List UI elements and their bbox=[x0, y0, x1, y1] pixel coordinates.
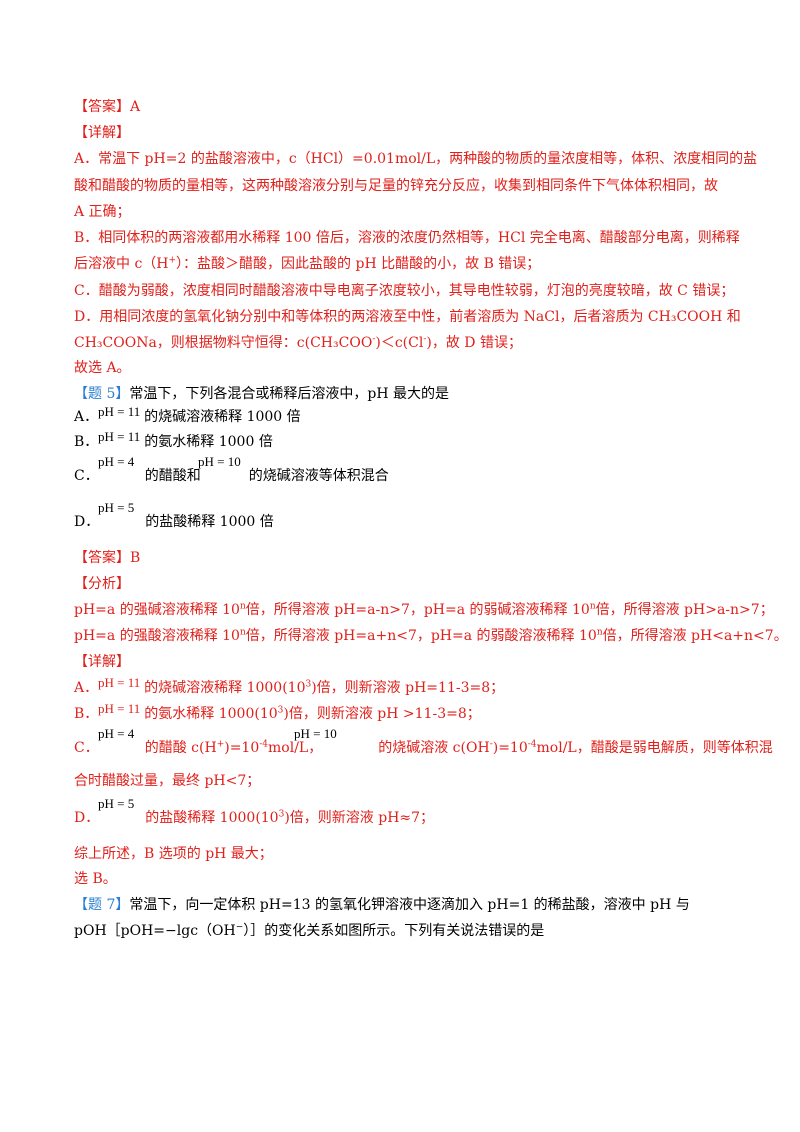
equation: pH = 5 bbox=[98, 796, 135, 811]
superscript: + bbox=[168, 255, 177, 266]
superscript: n bbox=[596, 627, 603, 638]
option-text: 的盐酸稀释 1000 倍 bbox=[145, 514, 274, 530]
conclusion-2: 选 B。 bbox=[74, 871, 117, 887]
option-label: A． bbox=[74, 680, 99, 696]
question-tag: 【题 7】 bbox=[74, 897, 130, 913]
equation: pH = 11 bbox=[98, 675, 141, 690]
text-span: 的烧碱溶液稀释 1000(10 bbox=[144, 680, 306, 696]
text-span: )倍，则新溶液 pH=11-3=8； bbox=[311, 680, 505, 696]
text-span: )=10 bbox=[224, 740, 260, 756]
equation: pH = 4 bbox=[98, 726, 135, 741]
explanation-b-line-1: B．相同体积的两溶液都用水稀释 100 倍后，溶液的浓度仍然相等，HCl 完全电… bbox=[74, 230, 740, 246]
text-span: CH₃COONa，则根据物料守恒得：c(CH₃COO bbox=[74, 335, 373, 351]
superscript: - bbox=[423, 334, 427, 345]
text-span: 倍，所得溶液 pH=a-n>7，pH=a 的弱碱溶液稀释 10 bbox=[245, 602, 590, 618]
text-span: pOH［pOH=−lgc（OH bbox=[74, 923, 236, 939]
superscript: 3 bbox=[305, 679, 312, 690]
text-span: )=10 bbox=[492, 740, 528, 756]
option-label: D． bbox=[74, 810, 100, 826]
conclusion-1: 故选 A。 bbox=[74, 360, 131, 376]
equation: pH = 11 bbox=[98, 701, 141, 716]
text-span: 倍，所得溶液 pH<a+n<7。 bbox=[602, 628, 788, 644]
superscript: 3 bbox=[278, 809, 285, 820]
superscript: 3 bbox=[277, 705, 284, 716]
equation: pH = 11 bbox=[98, 404, 141, 419]
summary: 综上所述，B 选项的 pH 最大； bbox=[74, 846, 273, 862]
option-label: D． bbox=[74, 514, 100, 530]
answer-heading-2: 【答案】B bbox=[74, 550, 141, 566]
text-span: )倍，则新溶液 pH≈7； bbox=[284, 810, 435, 826]
detail-d: D．pH = 5 的盐酸稀释 1000(103)倍，则新溶液 pH≈7； bbox=[74, 796, 435, 828]
question-text: 常温下，向一定体积 pH=13 的氢氧化钾溶液中逐滴加入 pH=1 的稀盐酸，溶… bbox=[129, 897, 690, 913]
explanation-a-line-2: 酸和醋酸的物质的量相等，这两种酸溶液分别与足量的锌充分反应，收集到相同条件下气体… bbox=[74, 178, 718, 194]
text-span: 的盐酸稀释 1000(10 bbox=[145, 810, 279, 826]
equation: pH = 10 bbox=[294, 726, 337, 741]
option-text: 的烧碱溶液等体积混合 bbox=[248, 468, 389, 484]
equation: pH = 5 bbox=[98, 500, 135, 515]
text-span: )倍，则新溶液 pH >11-3=8； bbox=[283, 706, 481, 722]
analysis-line-1: pH=a 的强碱溶液稀释 10n倍，所得溶液 pH=a-n>7，pH=a 的弱碱… bbox=[74, 600, 774, 620]
explanation-b-line-2: 后溶液中 c（H+）：盐酸＞醋酸，因此盐酸的 pH 比醋酸的小，故 B 错误； bbox=[74, 254, 540, 274]
text-span: pH=a 的强酸溶液稀释 10 bbox=[74, 628, 240, 644]
answer-heading-1: 【答案】A bbox=[74, 99, 141, 115]
superscript: n bbox=[239, 627, 246, 638]
option-text: 的烧碱溶液稀释 1000 倍 bbox=[144, 409, 301, 425]
analysis-heading: 【分析】 bbox=[74, 576, 130, 592]
text-span: pH=a 的强碱溶液稀释 10 bbox=[74, 602, 240, 618]
superscript: - bbox=[372, 334, 376, 345]
option-label: C． bbox=[74, 468, 99, 484]
text-span: )，故 D 错误； bbox=[426, 335, 522, 351]
question-tag: 【题 5】 bbox=[74, 386, 130, 402]
superscript: -4 bbox=[527, 739, 537, 750]
superscript: - bbox=[489, 739, 493, 750]
text-span: 的醋酸 c(H bbox=[144, 740, 217, 756]
option-d: D．pH = 5 的盐酸稀释 1000 倍 bbox=[74, 500, 274, 532]
option-label: B． bbox=[74, 434, 99, 450]
equation: pH = 11 bbox=[98, 429, 141, 444]
explanation-a-line-1: A．常温下 pH=2 的盐酸溶液中，c（HCl）=0.01mol/L，两种酸的物… bbox=[74, 151, 758, 167]
text-span: 倍，所得溶液 pH>a-n>7； bbox=[595, 602, 774, 618]
equation: pH = 4 bbox=[98, 454, 135, 469]
equation: pH = 10 bbox=[198, 454, 241, 469]
text-span: 倍，所得溶液 pH=a+n<7，pH=a 的弱酸溶液稀释 10 bbox=[245, 628, 597, 644]
detail-heading-2: 【详解】 bbox=[74, 654, 130, 670]
superscript: + bbox=[216, 739, 225, 750]
superscript: n bbox=[239, 601, 246, 612]
question-7-line-1: 【题 7】常温下，向一定体积 pH=13 的氢氧化钾溶液中逐滴加入 pH=1 的… bbox=[74, 895, 690, 915]
text-span: ）］的变化关系如图所示。下列有关说法错误的是 bbox=[243, 923, 545, 939]
explanation-d-line-2: CH₃COONa，则根据物料守恒得：c(CH₃COO-)＜c(Cl-)，故 D … bbox=[74, 333, 522, 353]
text-span: ）：盐酸＞醋酸，因此盐酸的 pH 比醋酸的小，故 B 错误； bbox=[176, 256, 541, 272]
analysis-line-2: pH=a 的强酸溶液稀释 10n倍，所得溶液 pH=a+n<7，pH=a 的弱酸… bbox=[74, 626, 788, 646]
question-text: 常温下，下列各混合或稀释后溶液中，pH 最大的是 bbox=[129, 386, 449, 402]
detail-heading-1: 【详解】 bbox=[74, 125, 130, 141]
explanation-c-line-1: C．醋酸为弱酸，浓度相同时醋酸溶液中导电离子浓度较小，其导电性较弱，灯泡的亮度较… bbox=[74, 283, 735, 299]
text-span: 的烧碱溶液 c(OH bbox=[378, 740, 490, 756]
question-7-line-2: pOH［pOH=−lgc（OH−）］的变化关系如图所示。下列有关说法错误的是 bbox=[74, 921, 544, 941]
question-5-stem: 【题 5】常温下，下列各混合或稀释后溶液中，pH 最大的是 bbox=[74, 384, 449, 404]
option-text: 的醋酸和 bbox=[144, 468, 201, 484]
option-label: B． bbox=[74, 706, 99, 722]
superscript: -4 bbox=[259, 739, 269, 750]
text-span: 的氨水稀释 1000(10 bbox=[144, 706, 278, 722]
explanation-d-line-1: D．用相同浓度的氢氧化钠分别中和等体积的两溶液至中性，前者溶质为 NaCl，后者… bbox=[74, 309, 741, 325]
superscript: − bbox=[235, 922, 244, 933]
superscript: n bbox=[589, 601, 596, 612]
text-span: 后溶液中 c（H bbox=[74, 256, 169, 272]
explanation-a-line-3: A 正确； bbox=[74, 204, 131, 220]
option-label: C． bbox=[74, 740, 99, 756]
text-span: mol/L， bbox=[268, 740, 323, 756]
option-text: 的氨水稀释 1000 倍 bbox=[144, 434, 273, 450]
text-span: mol/L，醋酸是弱电解质，则等体积混 bbox=[536, 740, 773, 756]
detail-c-line-2: 合时醋酸过量，最终 pH<7； bbox=[74, 773, 261, 789]
text-span: )＜c(Cl bbox=[375, 335, 424, 351]
option-label: A． bbox=[74, 409, 99, 425]
